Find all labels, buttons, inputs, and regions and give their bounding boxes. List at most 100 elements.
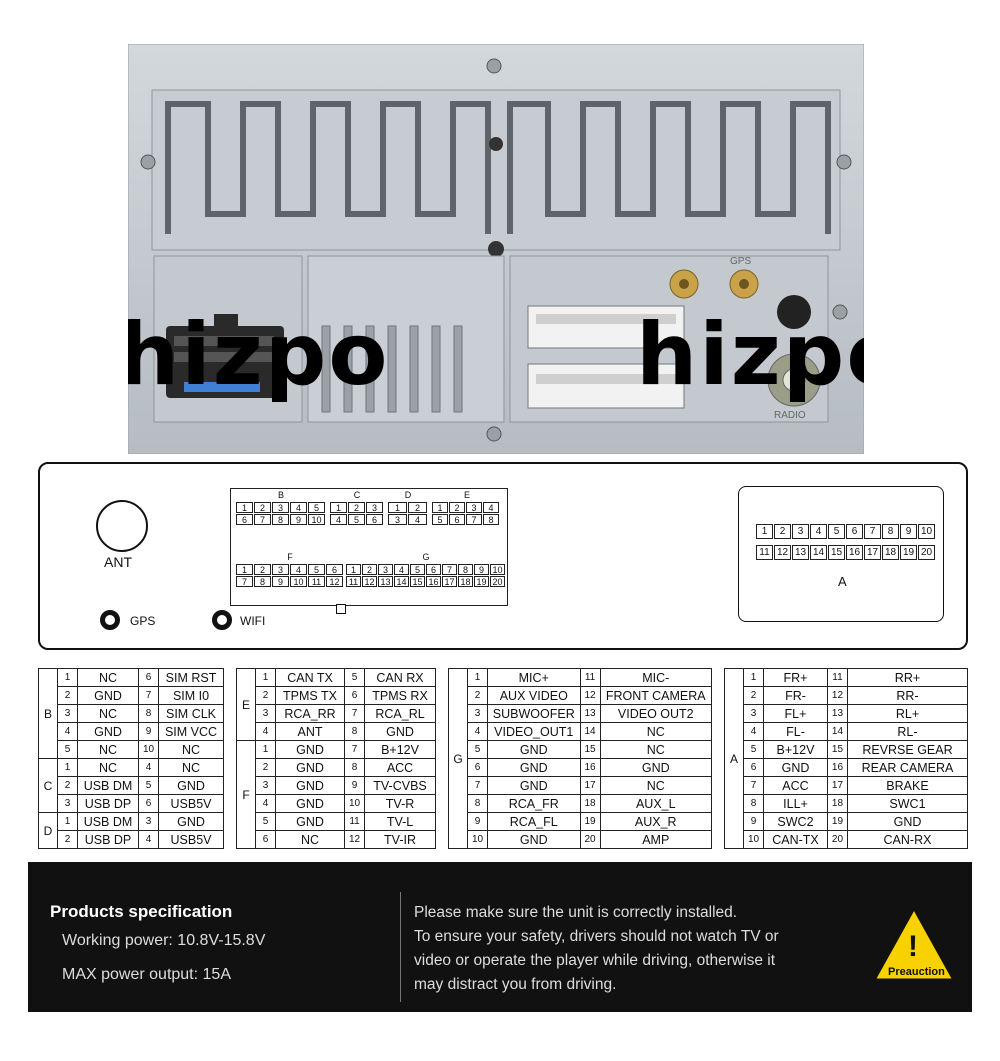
pin-number-cell: 3 xyxy=(57,704,78,723)
signal-cell: VIDEO_OUT1 xyxy=(487,722,581,741)
connector-a-pin: 9 xyxy=(900,524,917,539)
pin-number-cell: 1 xyxy=(743,668,764,687)
signal-cell: RR+ xyxy=(846,668,969,687)
signal-cell: SIM VCC xyxy=(158,722,224,741)
pin-number-cell: 8 xyxy=(138,704,160,723)
connector-a-pin: 14 xyxy=(810,545,827,560)
pin-number-cell: 12 xyxy=(579,686,601,705)
pin-cell: 5 xyxy=(308,564,325,575)
white-connector-bottom xyxy=(527,363,685,409)
pin-number-cell: 9 xyxy=(467,812,488,831)
pin-number-cell: 14 xyxy=(579,722,601,741)
ant-port-icon xyxy=(96,500,148,552)
pin-cell: 7 xyxy=(236,576,253,587)
signal-cell: NC xyxy=(158,740,224,759)
signal-cell: GND xyxy=(763,758,828,777)
pin-number-cell: 2 xyxy=(255,686,276,705)
pin-cell: 10 xyxy=(308,514,325,525)
pin-number-cell: 6 xyxy=(344,686,366,705)
pin-number-cell: 4 xyxy=(57,722,78,741)
pin-number-cell: 15 xyxy=(826,740,848,759)
pin-cell: 12 xyxy=(326,576,343,587)
pin-number-cell: 16 xyxy=(579,758,601,777)
signal-cell: GND xyxy=(158,776,224,795)
signal-cell: USB DM xyxy=(76,776,140,795)
pin-number-cell: 2 xyxy=(57,686,78,705)
pin-cell: 8 xyxy=(254,576,271,587)
group-cell: C xyxy=(38,758,58,813)
pin-cell: 4 xyxy=(330,514,347,525)
pin-cell: 15 xyxy=(410,576,425,587)
pin-cell: 8 xyxy=(458,564,473,575)
pin-cell: 5 xyxy=(432,514,448,525)
pin-number-cell: 7 xyxy=(467,776,488,795)
photo-radio-label: RADIO xyxy=(774,410,806,421)
pin-number-cell: 7 xyxy=(138,686,160,705)
pin-cell: 3 xyxy=(466,502,482,513)
photo-gps-label: GPS xyxy=(730,256,751,267)
signal-cell: REAR CAMERA xyxy=(846,758,969,777)
footer-divider xyxy=(400,892,401,1002)
group-cell: F xyxy=(236,740,256,849)
pin-cell: 4 xyxy=(290,502,307,513)
watermark-right: hizpo xyxy=(636,305,864,405)
signal-cell: NC xyxy=(274,830,346,849)
pin-cell: 7 xyxy=(466,514,482,525)
pin-number-cell: 16 xyxy=(826,758,848,777)
signal-cell: VIDEO OUT2 xyxy=(599,704,713,723)
group-cell: E xyxy=(236,668,256,741)
signal-cell: SIM I0 xyxy=(158,686,224,705)
pin-cell: 9 xyxy=(474,564,489,575)
signal-cell: RL- xyxy=(846,722,969,741)
notice-line-1: Please make sure the unit is correctly i… xyxy=(414,904,738,921)
signal-cell: FR- xyxy=(763,686,828,705)
pin-number-cell: 6 xyxy=(743,758,764,777)
signal-cell: GND xyxy=(274,812,346,831)
pin-cell: 2 xyxy=(449,502,465,513)
connector-a-pin: 2 xyxy=(774,524,791,539)
group-label-d: D xyxy=(404,490,412,500)
gps-port-icon xyxy=(100,610,120,630)
signal-cell: GND xyxy=(364,722,436,741)
pin-number-cell: 4 xyxy=(743,722,764,741)
signal-cell: TV-IR xyxy=(364,830,436,849)
pin-number-cell: 2 xyxy=(743,686,764,705)
group-cell: D xyxy=(38,812,58,849)
pin-cell: 1 xyxy=(388,502,407,513)
pin-cell: 1 xyxy=(346,564,361,575)
pin-cell: 2 xyxy=(348,502,365,513)
pin-number-cell: 1 xyxy=(57,812,78,831)
pin-cell: 3 xyxy=(272,564,289,575)
pin-cell: 12 xyxy=(362,576,377,587)
pin-number-cell: 18 xyxy=(826,794,848,813)
pin-number-cell: 20 xyxy=(826,830,848,849)
pin-number-cell: 6 xyxy=(138,668,160,687)
signal-cell: NC xyxy=(76,668,140,687)
pin-cell: 2 xyxy=(254,502,271,513)
connector-a-pin: 16 xyxy=(846,545,863,560)
warning-symbol: ! xyxy=(908,930,918,963)
notice-line-2: To ensure your safety, drivers should no… xyxy=(414,928,779,945)
pin-cell: 6 xyxy=(426,564,441,575)
signal-cell: GND xyxy=(274,758,346,777)
signal-cell: GND xyxy=(76,686,140,705)
pin-cell: 4 xyxy=(290,564,307,575)
connector-a-pin: 15 xyxy=(828,545,845,560)
signal-cell: AUX VIDEO xyxy=(487,686,581,705)
pin-cell: 3 xyxy=(366,502,383,513)
connector-a-pin: 12 xyxy=(774,545,791,560)
